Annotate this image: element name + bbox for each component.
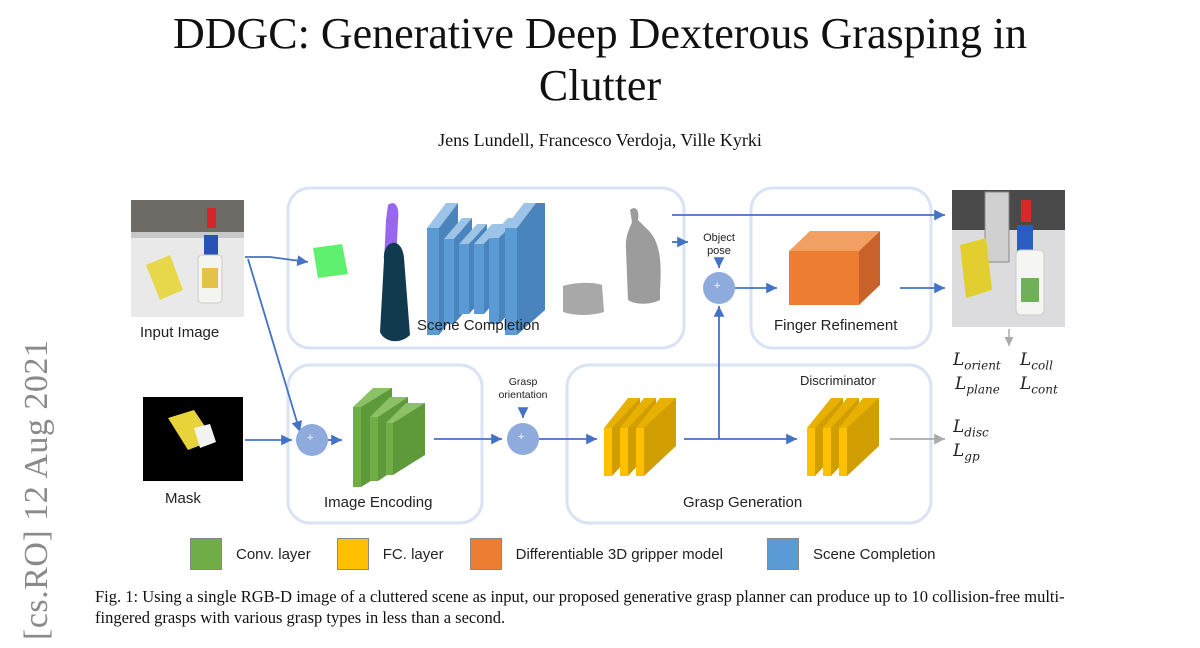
grasp-generator-fc-layers bbox=[604, 398, 676, 476]
object-pose-line-2: pose bbox=[707, 245, 731, 257]
finger-refinement-box bbox=[749, 186, 933, 350]
arrow-input-to-encoding bbox=[247, 258, 303, 433]
scene-completion-box bbox=[286, 186, 686, 350]
grasp-generation-box bbox=[565, 363, 933, 525]
scene-completion-network bbox=[427, 203, 545, 335]
loss-symbol: L bbox=[953, 441, 965, 461]
loss-subscript: coll bbox=[1031, 358, 1053, 373]
loss-subscript: orient bbox=[964, 358, 1001, 373]
gripper-model-cube bbox=[789, 231, 880, 305]
output-grasp-image bbox=[952, 190, 1065, 327]
title-line-2: Clutter bbox=[538, 61, 662, 110]
loss-cont: Lcont bbox=[1020, 374, 1058, 396]
legend-item-gripper: Differentiable 3D gripper model bbox=[469, 538, 723, 570]
mask-image bbox=[143, 397, 243, 481]
loss-symbol: L bbox=[1020, 374, 1032, 394]
input-image-label: Input Image bbox=[140, 324, 220, 341]
legend-label-conv: Conv. layer bbox=[236, 545, 311, 563]
loss-plane: Lplane bbox=[955, 374, 1000, 396]
authors: Jens Lundell, Francesco Verdoja, Ville K… bbox=[438, 130, 762, 150]
finger-refinement-label: Finger Refinement bbox=[774, 317, 898, 334]
completed-box-mesh bbox=[563, 282, 604, 315]
figure-caption: Fig. 1: Using a single RGB-D image of a … bbox=[95, 587, 1065, 627]
object-pose-plus-node bbox=[703, 272, 735, 304]
partial-pointcloud-bottles bbox=[380, 203, 410, 342]
paper-title: DDGC: Generative Deep Dexterous Grasping… bbox=[0, 8, 1200, 112]
partial-pointcloud-box bbox=[313, 244, 348, 278]
loss-symbol: L bbox=[953, 417, 965, 437]
grasp-generation-label: Grasp Generation bbox=[683, 494, 803, 511]
legend-item-scene: Scene Completion bbox=[766, 538, 936, 570]
loss-symbol: L bbox=[953, 350, 965, 370]
loss-symbol: L bbox=[955, 374, 967, 394]
grasp-orientation-label: Grasp orientation bbox=[488, 376, 558, 402]
grasp-orientation-line-1: Grasp bbox=[508, 376, 538, 388]
loss-subscript: cont bbox=[1031, 382, 1058, 397]
legend-swatch-conv bbox=[190, 538, 222, 570]
legend-swatch-scene bbox=[766, 538, 799, 570]
title-line-1: DDGC: Generative Deep Dexterous Grasping… bbox=[172, 9, 1028, 58]
scene-completion-label: Scene Completion bbox=[417, 317, 540, 334]
legend-swatch-fc bbox=[336, 538, 369, 570]
loss-subscript: disc bbox=[964, 425, 989, 440]
loss-disc: Ldisc bbox=[953, 417, 989, 439]
input-concat-plus-node bbox=[296, 424, 328, 456]
loss-symbol: L bbox=[1020, 350, 1032, 370]
loss-subscript: gp bbox=[964, 449, 980, 464]
loss-gp: Lgp bbox=[953, 441, 980, 463]
legend-label-scene: Scene Completion bbox=[812, 545, 936, 563]
discriminator-label: Discriminator bbox=[800, 373, 876, 388]
figure-legend: Conv. layer FC. layer Differentiable 3D … bbox=[190, 538, 962, 570]
legend-swatch-gripper bbox=[469, 538, 502, 570]
legend-item-conv: Conv. layer bbox=[190, 538, 311, 570]
plus-sign-1: + bbox=[307, 432, 314, 444]
loss-orient: Lorient bbox=[953, 350, 1001, 372]
object-pose-line-1: Object bbox=[703, 232, 735, 244]
mask-label: Mask bbox=[165, 490, 201, 507]
plus-sign-2: + bbox=[518, 431, 525, 443]
completed-bottles-mesh bbox=[625, 208, 661, 304]
legend-item-fc: FC. layer bbox=[336, 538, 444, 570]
image-encoding-label: Image Encoding bbox=[324, 494, 433, 511]
input-image bbox=[131, 200, 244, 317]
image-encoder-conv-layers bbox=[353, 388, 425, 487]
loss-subscript: plane bbox=[966, 382, 1000, 397]
legend-label-gripper: Differentiable 3D gripper model bbox=[515, 545, 723, 563]
legend-label-fc: FC. layer bbox=[382, 545, 444, 563]
loss-coll: Lcoll bbox=[1020, 350, 1053, 372]
plus-sign-3: + bbox=[714, 280, 721, 292]
object-pose-label: Object pose bbox=[697, 232, 741, 258]
discriminator-fc-layers bbox=[807, 398, 879, 476]
grasp-orientation-line-2: orientation bbox=[498, 389, 548, 401]
arrow-input-to-scene bbox=[245, 255, 309, 266]
grasp-orientation-plus-node bbox=[507, 423, 539, 455]
